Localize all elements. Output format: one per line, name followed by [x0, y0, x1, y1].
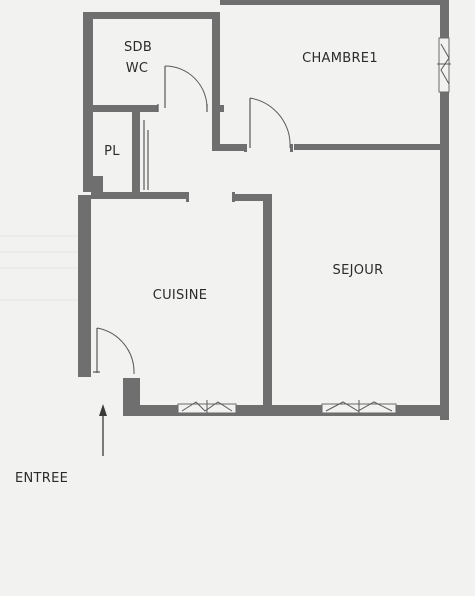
walls — [78, 0, 449, 420]
room-label-wc: WC — [126, 61, 149, 76]
arrow-up-icon — [99, 404, 107, 416]
doors — [93, 65, 291, 375]
room-label-sejour: SEJOUR — [333, 263, 384, 278]
window-cuisine — [177, 400, 237, 414]
room-labels: SDB WC CHAMBRE1 PL CUISINE SEJOUR — [104, 40, 383, 303]
room-label-cuisine: CUISINE — [153, 288, 208, 303]
door-entree — [93, 327, 135, 375]
entrance-marker: ENTREE — [15, 404, 107, 486]
window-sejour — [321, 400, 397, 414]
entrance-label: ENTREE — [15, 471, 68, 486]
door-pl — [143, 120, 149, 190]
window-chambre1 — [437, 37, 451, 93]
windows — [177, 37, 451, 414]
room-label-chambre1: CHAMBRE1 — [302, 51, 378, 66]
paper-texture — [0, 235, 78, 301]
door-sdb — [157, 65, 208, 112]
door-chambre1 — [249, 97, 291, 149]
room-label-sdb: SDB — [124, 40, 152, 55]
room-label-pl: PL — [104, 144, 120, 159]
